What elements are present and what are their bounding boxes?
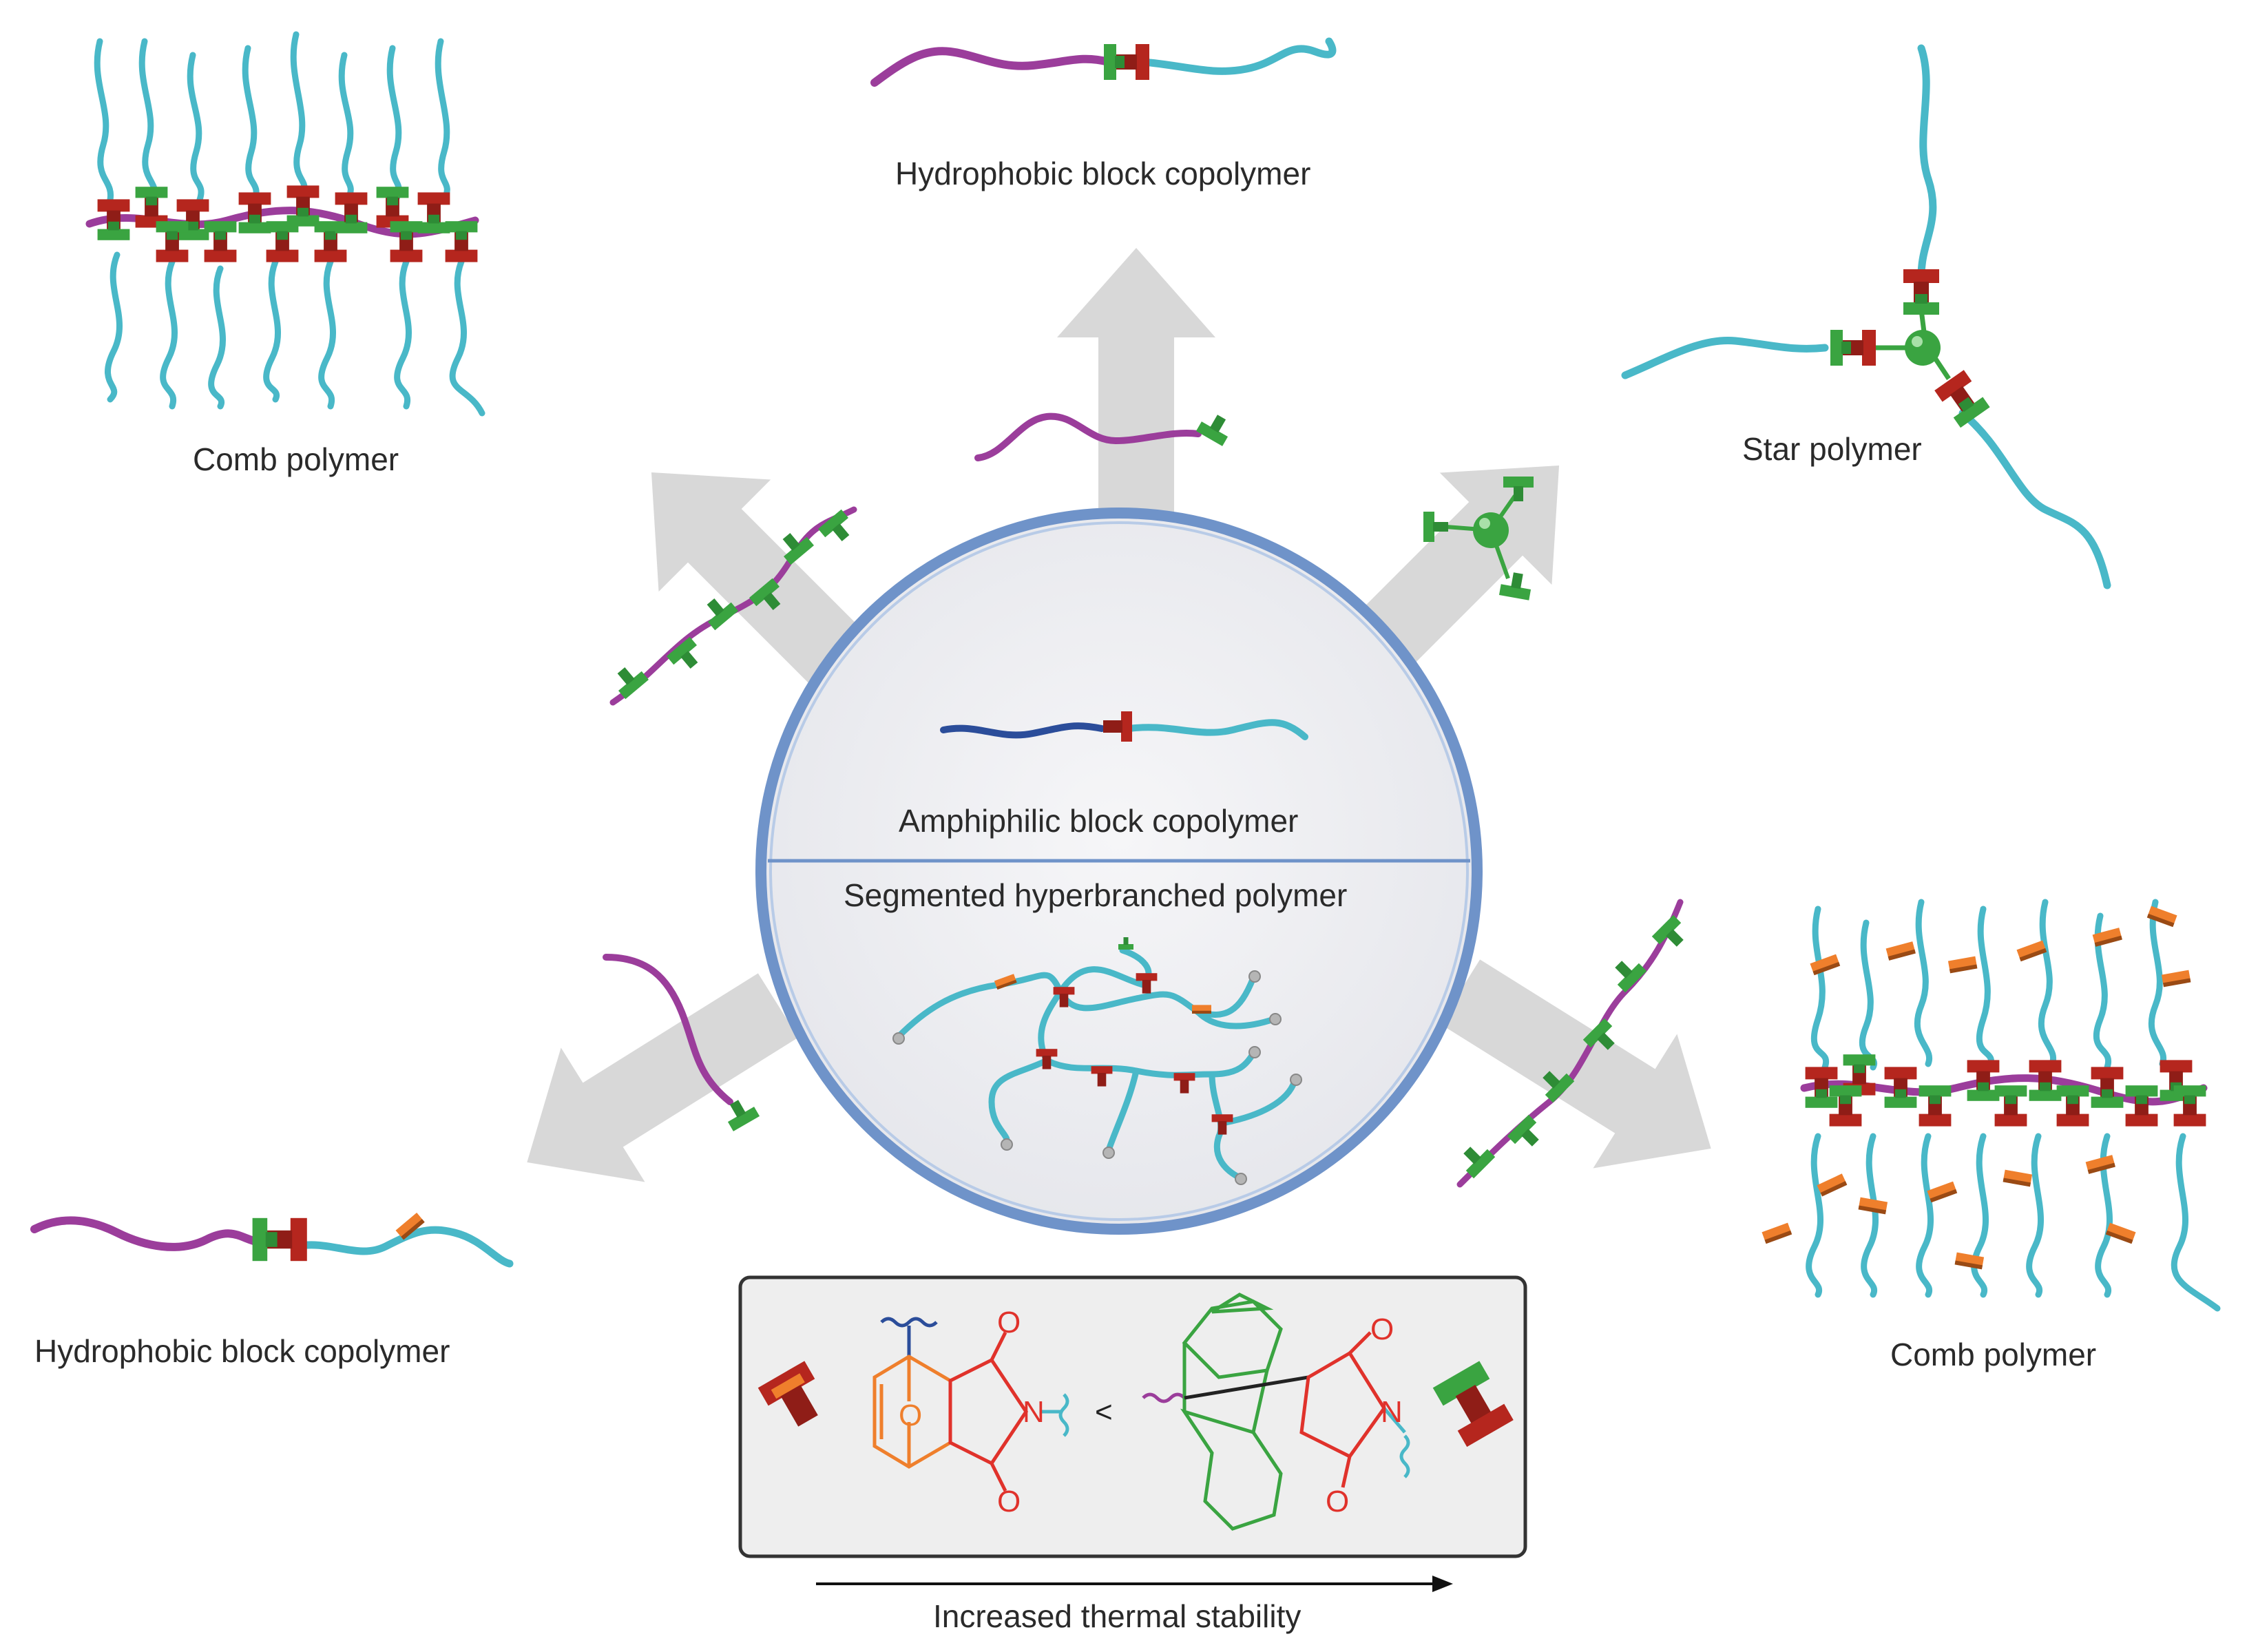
- label-comb-polymer-top-left: Comb polymer: [193, 441, 399, 477]
- arrow-icon: [1057, 248, 1215, 544]
- star-polymer-graphic: [1621, 44, 2111, 589]
- less-than-sign: <: [1095, 1395, 1113, 1429]
- hyperbranched-polymer-graphic: [895, 947, 1298, 1181]
- anthracene-imide-o-bottom: O: [1326, 1485, 1349, 1518]
- oxanorbornene-adduct-structure: [872, 1317, 1069, 1492]
- anthracene-adduct-structure: [1142, 1293, 1410, 1531]
- t-block-icon: [1432, 1361, 1514, 1447]
- comb-polymer-bottom-right-graphic: [1762, 899, 2221, 1312]
- central-circle: [755, 508, 1483, 1235]
- t-block-icon: [757, 1361, 818, 1427]
- intermediate-star: [1423, 477, 1534, 600]
- imide-o-bottom: O: [997, 1485, 1021, 1518]
- intermediate-comb-upper-left: [609, 506, 857, 706]
- label-hydrophobic-copolymer-bottom-left: Hydrophobic block copolymer: [34, 1333, 450, 1369]
- label-thermal-stability: Increased thermal stability: [933, 1598, 1302, 1634]
- chain-end-dots: [892, 970, 1302, 1185]
- hydrophobic-copolymer-bottom-left-graphic: [30, 1213, 514, 1268]
- intermediate-hydrophobic-top: [974, 409, 1235, 461]
- label-hydrophobic-copolymer-top: Hydrophobic block copolymer: [895, 156, 1311, 191]
- thermal-stability-arrow: [816, 1576, 1453, 1592]
- label-amphiphilic-copolymer: Amphiphilic block copolymer: [899, 803, 1299, 839]
- anthracene-imide-o-top: O: [1370, 1313, 1394, 1346]
- anthracene-imide-n: N: [1381, 1395, 1403, 1429]
- green-ball-icon: [1473, 512, 1509, 548]
- imide-n: N: [1023, 1395, 1045, 1429]
- comb-polymer-top-left-graphic: [85, 31, 485, 417]
- label-comb-polymer-bottom-right: Comb polymer: [1890, 1337, 2097, 1372]
- chemistry-box: [738, 1275, 1527, 1558]
- oxa-bridge-o: O: [899, 1399, 922, 1432]
- green-ball-icon: [1905, 330, 1941, 366]
- amphiphilic-copolymer-graphic: [940, 711, 1308, 742]
- label-star-polymer: Star polymer: [1742, 431, 1922, 467]
- imide-o-top: O: [997, 1306, 1021, 1339]
- arrow-icon: [485, 938, 820, 1230]
- intermediate-hydrophobic-lower-left: [603, 954, 760, 1131]
- intermediate-comb-lower-right: [1456, 899, 1691, 1188]
- hydrophobic-copolymer-top-graphic: [870, 37, 1337, 87]
- label-segmented-hyperbranched: Segmented hyperbranched polymer: [844, 877, 1348, 913]
